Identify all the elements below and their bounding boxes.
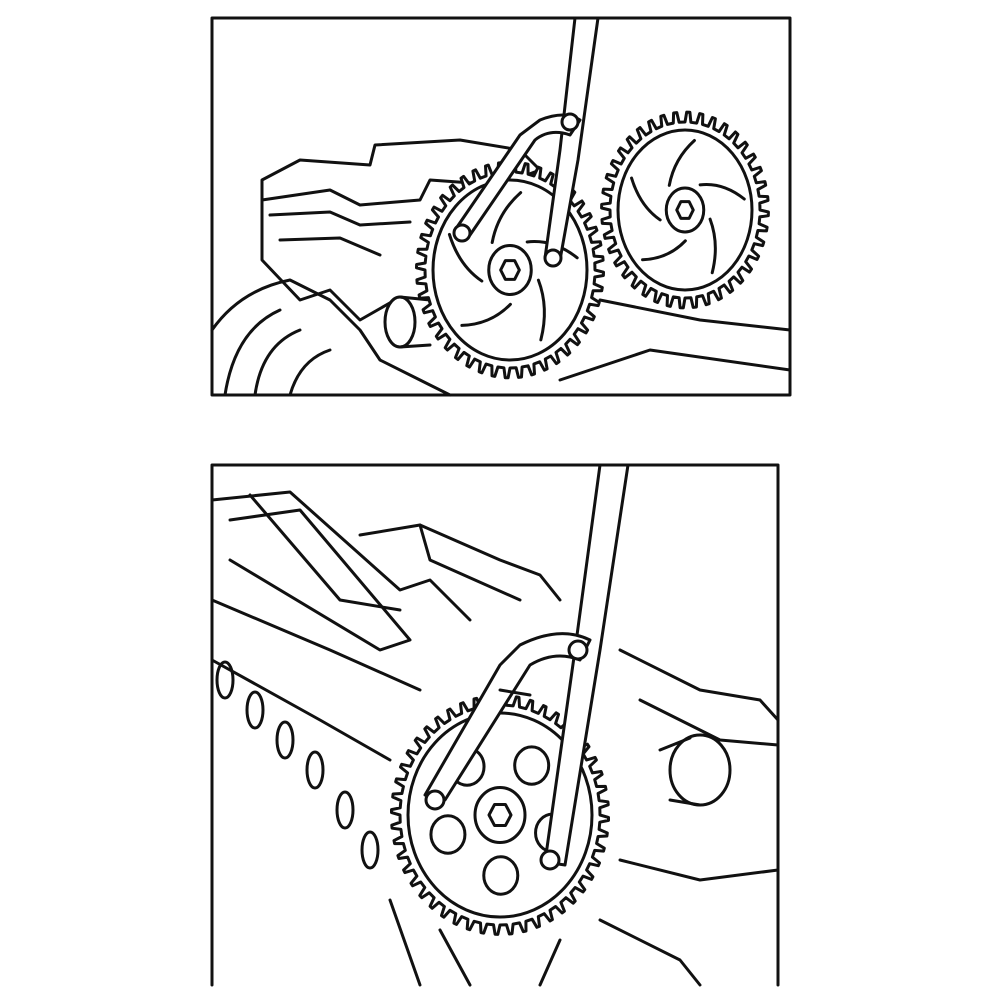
gear-spoke xyxy=(460,302,512,327)
bottom-panel-frame xyxy=(210,463,780,987)
gear-spoke xyxy=(698,182,746,201)
top-panel xyxy=(210,16,792,397)
holding-tool-bottom xyxy=(423,463,630,871)
gear-hole xyxy=(482,855,520,896)
engine-block-bottom xyxy=(210,490,780,987)
hex-bolt xyxy=(487,803,513,827)
gear-spoke xyxy=(447,232,484,283)
hex-bolt xyxy=(675,200,695,220)
gear-hole xyxy=(513,745,551,786)
gear-hole xyxy=(429,814,467,855)
gear-spoke xyxy=(641,239,687,262)
bottom-panel xyxy=(210,463,780,987)
gear-spoke xyxy=(490,191,523,245)
gear-spoke xyxy=(630,176,662,222)
engine-block-top xyxy=(210,138,792,397)
holding-tool-top xyxy=(452,16,600,268)
gear-rim xyxy=(431,178,589,362)
gear-rim xyxy=(616,128,754,292)
gear-spoke xyxy=(536,278,546,342)
top-panel-frame xyxy=(210,16,792,397)
gear-spoke xyxy=(708,217,717,275)
hex-bolt xyxy=(499,259,521,281)
pulley-right xyxy=(600,110,770,310)
pulley-left xyxy=(415,160,605,380)
gear-spoke xyxy=(667,138,696,187)
